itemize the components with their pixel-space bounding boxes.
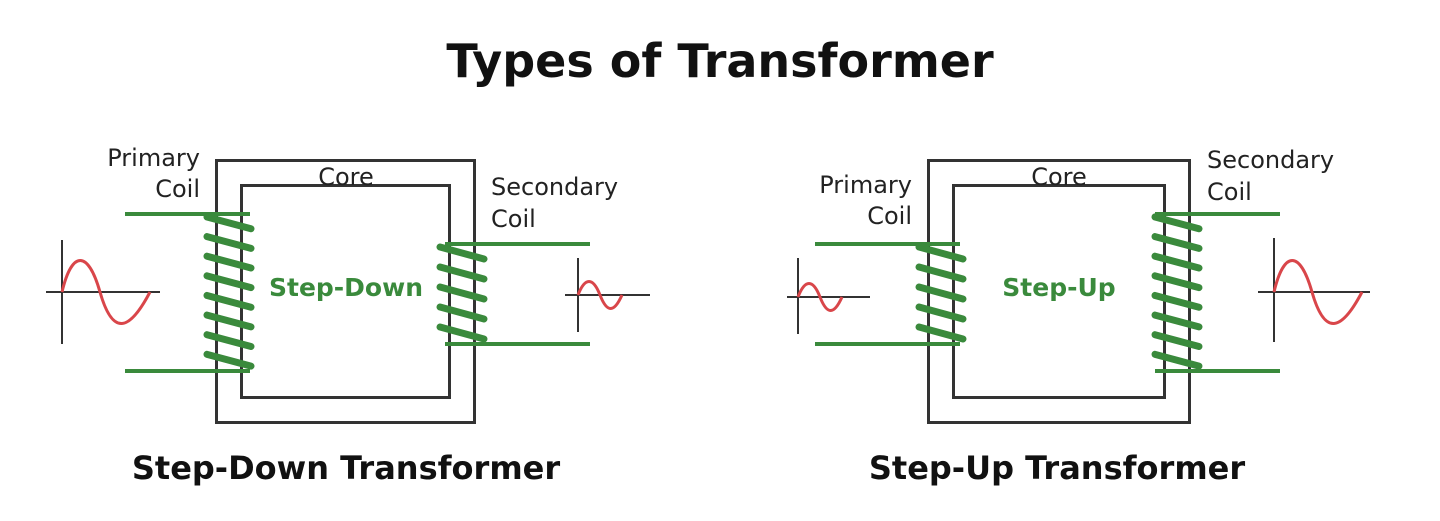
step-down-caption: Step-Down Transformer bbox=[132, 449, 561, 487]
step-down-primary-winding bbox=[203, 213, 255, 233]
step-down-primary-coil bbox=[203, 213, 255, 370]
step-up-primary-winding bbox=[915, 263, 967, 283]
step-up-center-label: Step-Up bbox=[1002, 273, 1115, 302]
step-down-primary-winding bbox=[203, 350, 255, 370]
step-down-secondary-label-line1: Secondary bbox=[491, 173, 618, 201]
step-up-primary-winding bbox=[915, 283, 967, 303]
step-down-primary-label-line2: Coil bbox=[155, 175, 200, 203]
step-up-secondary-winding bbox=[1151, 252, 1203, 272]
step-down-core-label: Core bbox=[318, 163, 374, 191]
step-up-primary-coil bbox=[915, 243, 967, 343]
step-down-transformer: Primary Coil Core Secondary Coil Step-Do… bbox=[46, 144, 650, 487]
step-up-primary-label-line1: Primary bbox=[819, 171, 912, 199]
step-down-secondary-label-line2: Coil bbox=[491, 205, 536, 233]
step-down-secondary-winding bbox=[436, 263, 488, 283]
step-down-secondary-coil bbox=[436, 243, 488, 343]
step-up-secondary-label-line2: Coil bbox=[1207, 178, 1252, 206]
step-up-secondary-winding bbox=[1151, 233, 1203, 252]
step-up-secondary-winding bbox=[1151, 291, 1203, 311]
step-up-primary-winding bbox=[915, 303, 967, 323]
step-down-primary-winding bbox=[203, 311, 255, 331]
step-up-secondary-winding bbox=[1151, 331, 1203, 350]
step-up-secondary-winding bbox=[1151, 311, 1203, 331]
page-title: Types of Transformer bbox=[446, 34, 994, 88]
step-up-secondary-winding bbox=[1151, 350, 1203, 370]
step-down-secondary-winding bbox=[436, 323, 488, 343]
step-down-secondary-winding bbox=[436, 243, 488, 263]
step-down-center-label: Step-Down bbox=[269, 273, 423, 302]
step-up-input-wave bbox=[787, 258, 870, 334]
step-down-primary-winding bbox=[203, 272, 255, 292]
step-up-primary-winding bbox=[915, 243, 967, 263]
step-up-primary-label-line2: Coil bbox=[867, 202, 912, 230]
step-down-output-wave bbox=[565, 258, 650, 332]
step-down-primary-winding bbox=[203, 291, 255, 311]
step-up-secondary-coil bbox=[1151, 213, 1203, 370]
step-down-primary-label-line1: Primary bbox=[107, 144, 200, 172]
step-up-secondary-winding bbox=[1151, 272, 1203, 292]
step-down-primary-winding bbox=[203, 233, 255, 252]
step-up-secondary-label-line1: Secondary bbox=[1207, 146, 1334, 174]
step-up-output-wave bbox=[1258, 238, 1370, 342]
step-down-primary-winding bbox=[203, 331, 255, 350]
step-down-secondary-winding bbox=[436, 283, 488, 303]
step-up-caption: Step-Up Transformer bbox=[869, 449, 1246, 487]
step-up-core-label: Core bbox=[1031, 163, 1087, 191]
step-up-secondary-winding bbox=[1151, 213, 1203, 233]
step-up-transformer: Primary Coil Core Secondary Coil Step-Up… bbox=[787, 146, 1370, 487]
step-down-primary-winding bbox=[203, 252, 255, 272]
step-up-primary-winding bbox=[915, 323, 967, 343]
step-down-secondary-winding bbox=[436, 303, 488, 323]
step-down-input-wave bbox=[46, 240, 160, 344]
